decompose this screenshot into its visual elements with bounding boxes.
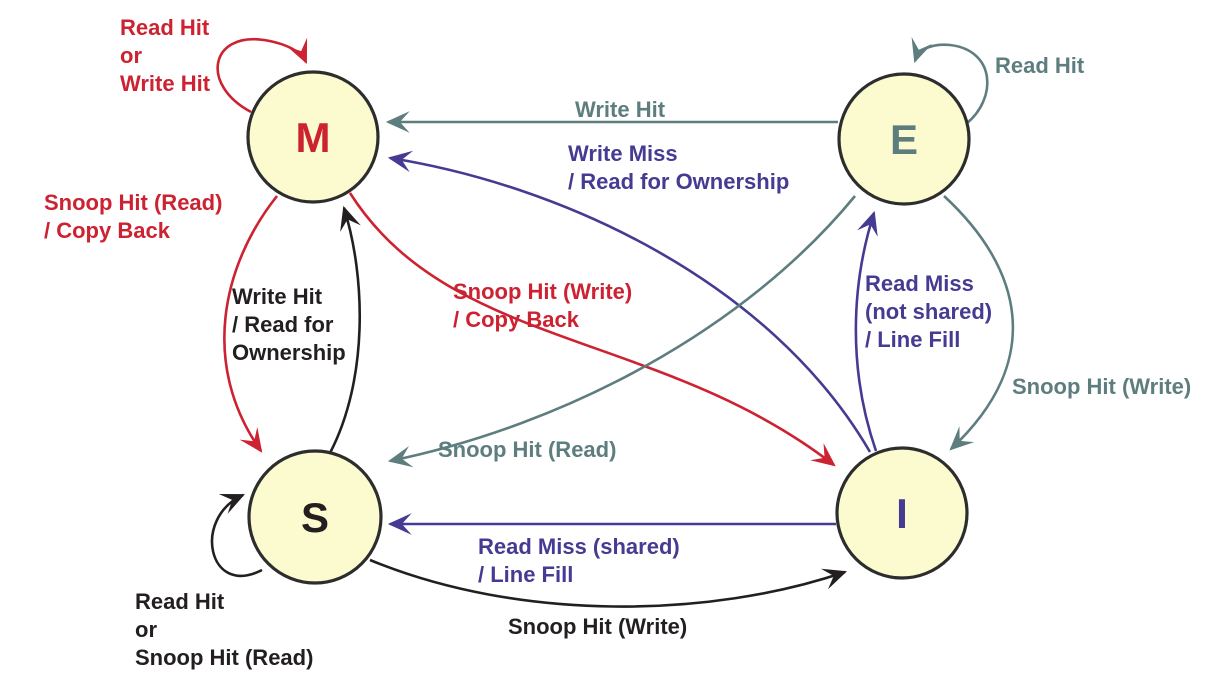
transition-i-to-e-arrow <box>854 210 878 452</box>
transition-i-to-m-arrow <box>387 150 872 453</box>
transition-label-s-to-m: Write Hit / Read for Ownership <box>232 284 346 365</box>
transition-m-to-i-arrow <box>348 192 836 467</box>
transition-label-s-self: Read Hit or Snoop Hit (Read) <box>135 589 314 670</box>
state-node-e <box>837 72 971 206</box>
transition-label-i-to-s: Read Miss (shared) / Line Fill <box>478 534 680 587</box>
transition-label-m-self: Read Hit or Write Hit <box>120 15 211 96</box>
transition-label-i-to-m: Write Miss / Read for Ownership <box>568 141 790 194</box>
transition-label-i-to-e: Read Miss (not shared) / Line Fill <box>865 271 993 352</box>
state-label-s: S <box>300 494 329 541</box>
transition-s-self-arrow <box>210 493 263 578</box>
transition-label-e-self: Read Hit <box>995 53 1085 78</box>
transition-m-to-s-arrow <box>223 195 279 453</box>
transition-label-e-to-i: Snoop Hit (Write) <box>1012 374 1192 399</box>
transition-e-to-i-arrow <box>943 195 1015 451</box>
state-label-i: I <box>896 490 908 537</box>
transition-m-self-arrow <box>216 37 308 114</box>
state-label-m: M <box>295 114 331 161</box>
state-node-m <box>246 70 380 204</box>
transition-s-to-i-arrow <box>369 558 848 608</box>
transition-label-e-to-s: Snoop Hit (Read) <box>438 437 617 462</box>
transition-e-to-s-arrow <box>387 195 857 468</box>
transition-label-e-to-m: Write Hit <box>575 97 666 122</box>
transition-label-s-to-i: Snoop Hit (Write) <box>508 614 688 639</box>
transition-s-to-m-arrow <box>328 205 361 454</box>
transition-label-m-to-s: Snoop Hit (Read) / Copy Back <box>44 190 223 243</box>
transition-label-m-to-i: Snoop Hit (Write) / Copy Back <box>453 279 633 332</box>
state-node-i <box>835 446 969 580</box>
transition-e-self-arrow <box>911 37 989 126</box>
state-node-s <box>247 449 383 585</box>
state-label-e: E <box>889 116 918 163</box>
